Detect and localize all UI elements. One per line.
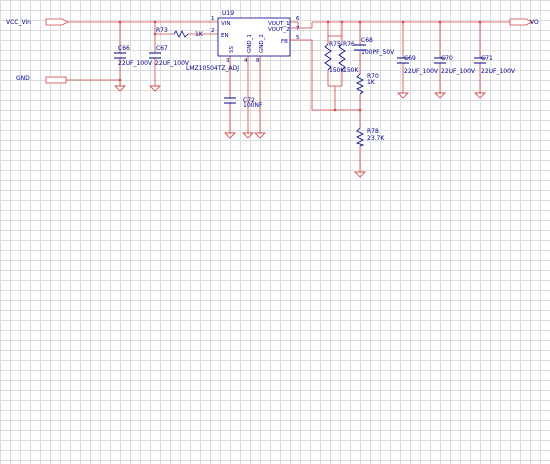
capacitor-c72[interactable]: C72 100NF: [224, 97, 263, 109]
c67-ref: C67: [156, 45, 168, 52]
resistor-r76[interactable]: R76 150K: [338, 41, 359, 74]
pin-ss: SS: [229, 46, 235, 53]
ic-ref: U19: [222, 10, 234, 17]
r70-value: 1K: [367, 79, 376, 86]
r70-ref: R70: [367, 73, 379, 80]
resistor-r70[interactable]: R70 1K: [356, 73, 379, 95]
capacitor-c71[interactable]: C71 22UF_100V: [474, 55, 516, 75]
c68-value: 100PF_50V: [361, 49, 395, 56]
capacitor-c69[interactable]: C69 22UF_100V: [397, 55, 439, 75]
r78-value: 23.7K: [367, 135, 385, 142]
pin-vout2: VOUT_2: [268, 27, 290, 33]
pin-gnd2: GND_2: [259, 34, 265, 53]
net-label-vcc-vin: VCC_Vin: [6, 19, 31, 26]
pin-gnd1: GND_1: [247, 34, 253, 53]
c72-value: 100NF: [243, 102, 263, 109]
port-gnd[interactable]: GND: [16, 75, 67, 84]
r78-ref: R78: [367, 128, 379, 135]
port-vout[interactable]: VO: [509, 18, 539, 26]
ic-u19[interactable]: U19 LMZ10504TZ_ADJ VIN 1 EN 2 VOUT_1 6 V…: [186, 10, 300, 72]
wires: [66, 21, 510, 172]
pin-num-7: 7: [296, 26, 300, 32]
c68-ref: C68: [361, 37, 373, 44]
pin-num-3: 3: [226, 58, 230, 64]
net-label-gnd: GND: [16, 75, 30, 82]
c69-ref: C69: [404, 55, 416, 62]
c67-value: 22UF_100V: [155, 60, 190, 67]
pin-num-2: 2: [211, 28, 215, 34]
c66-ref: C66: [118, 45, 130, 52]
capacitor-c67[interactable]: C67 22UF_100V: [149, 45, 190, 67]
ic-body: [217, 17, 291, 57]
pin-fb: FB: [281, 39, 288, 45]
capacitor-c66[interactable]: C66 22UF_100V: [114, 45, 153, 67]
c66-value: 22UF_100V: [118, 60, 153, 67]
ground-symbols: [114, 85, 486, 178]
pin-num-8: 8: [256, 58, 260, 64]
resistor-r73[interactable]: R73 1K: [156, 27, 204, 38]
pin-num-6: 6: [296, 16, 300, 22]
r73-value: 1K: [195, 31, 204, 38]
r76-ref: R76: [343, 41, 355, 48]
pin-num-5: 5: [296, 35, 300, 41]
r76-value: 150K: [343, 67, 359, 74]
capacitor-c70[interactable]: C70 22UF_100V: [434, 55, 476, 75]
c72-ref: C72: [243, 97, 255, 104]
junctions: [118, 20, 482, 112]
pin-en: EN: [221, 33, 229, 39]
ic-part: LMZ10504TZ_ADJ: [186, 65, 239, 72]
c69-value: 22UF_100V: [404, 68, 439, 75]
net-label-vout: VO: [530, 19, 539, 26]
capacitor-c68[interactable]: C68 100PF_50V: [354, 37, 395, 56]
r75-value: 150K: [329, 67, 345, 74]
c70-value: 22UF_100V: [441, 68, 476, 75]
pin-vin: VIN: [221, 21, 231, 27]
r75-ref: R75: [329, 41, 341, 48]
c71-ref: C71: [481, 55, 493, 62]
resistor-r78[interactable]: R78 23.7K: [355, 127, 385, 147]
r73-ref: R73: [156, 27, 168, 34]
pin-num-1: 1: [211, 16, 215, 22]
pin-vout1: VOUT_1: [268, 21, 290, 27]
c70-ref: C70: [441, 55, 453, 62]
port-vcc-vin[interactable]: VCC_Vin: [6, 18, 69, 26]
resistor-r75[interactable]: R75 150K: [324, 41, 345, 74]
c71-value: 22UF_100V: [481, 68, 516, 75]
pin-num-4: 4: [244, 58, 248, 64]
